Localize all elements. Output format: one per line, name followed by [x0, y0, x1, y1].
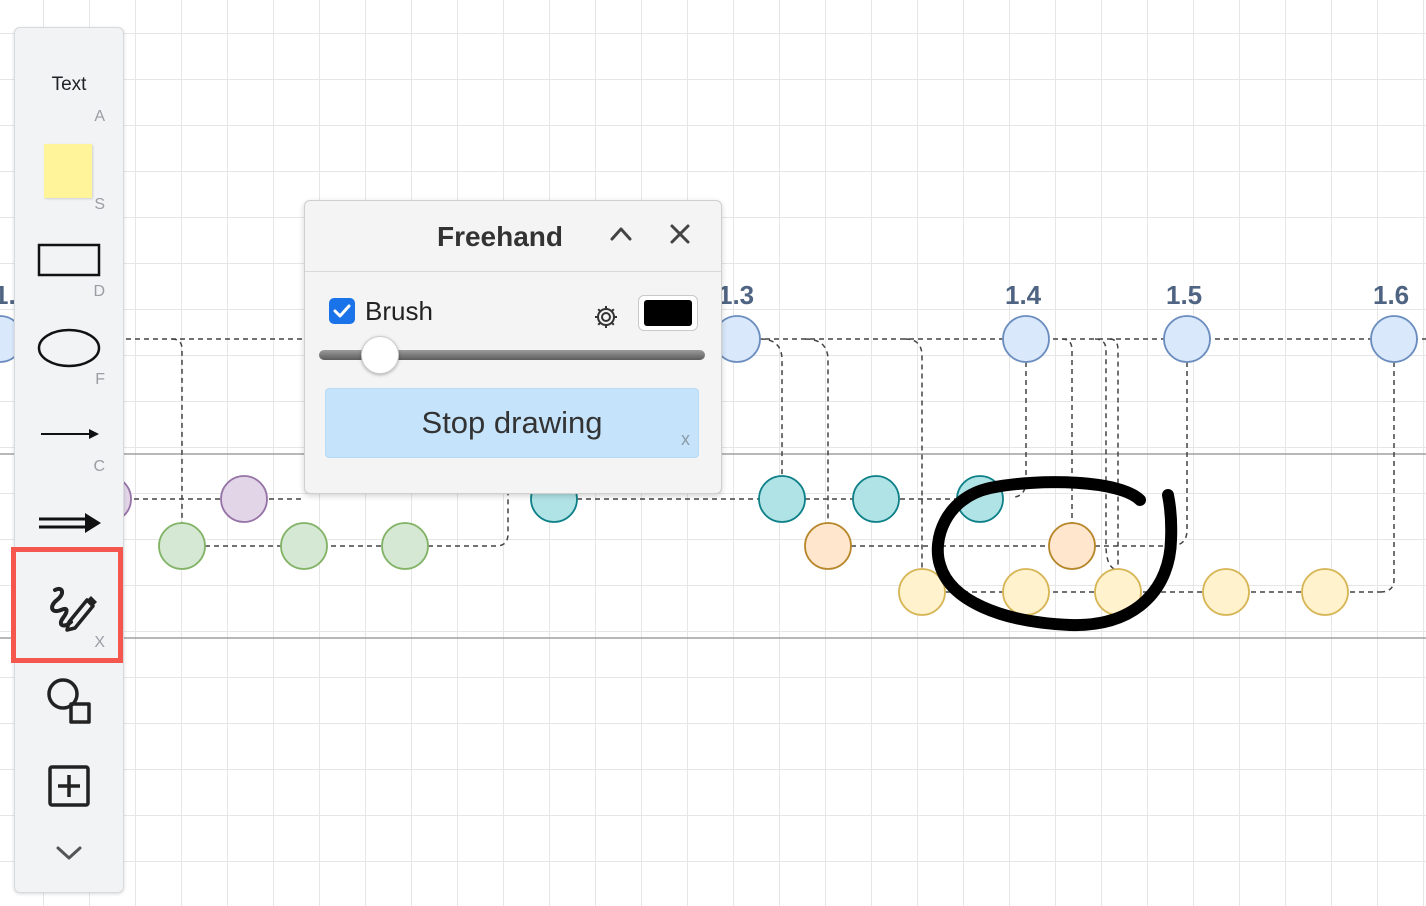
text-tool-key: A	[94, 108, 105, 125]
commit-node	[220, 475, 268, 523]
version-node	[1002, 315, 1050, 363]
insert-tool[interactable]	[15, 758, 123, 820]
ellipse-tool[interactable]: F	[15, 321, 123, 393]
freehand-stroke[interactable]	[931, 476, 1178, 632]
collapse-chevron-up-icon[interactable]	[608, 223, 634, 245]
shape-toolbar: Text A S D F C X	[14, 27, 124, 893]
commit-node	[158, 522, 206, 570]
stop-drawing-key: x	[681, 429, 690, 449]
brush-size-slider[interactable]	[319, 350, 705, 360]
commit-node	[898, 568, 946, 616]
brush-label: Brush	[365, 296, 433, 326]
chevron-down-icon	[56, 846, 82, 860]
ellipse-icon	[37, 328, 101, 368]
version-node	[1370, 315, 1418, 363]
sticky-note-tool[interactable]: S	[15, 138, 123, 218]
freehand-pencil-icon	[50, 587, 97, 632]
gear-icon[interactable]	[592, 303, 620, 331]
version-node	[1163, 315, 1211, 363]
line-icon	[41, 429, 99, 439]
version-label: 1.5	[1166, 280, 1202, 310]
text-tool[interactable]: Text A	[15, 68, 123, 136]
shapes-icon	[47, 678, 91, 724]
connectors	[0, 338, 1426, 593]
commit-node	[1002, 568, 1050, 616]
sticky-note-icon	[44, 144, 92, 198]
rectangle-tool[interactable]: D	[15, 233, 123, 305]
shapes-tool[interactable]	[15, 670, 123, 734]
commit-node	[758, 475, 806, 523]
stop-drawing-label: Stop drawing	[421, 405, 603, 440]
check-icon	[333, 304, 351, 318]
brush-color-picker[interactable]	[638, 295, 698, 331]
version-label: 1.	[0, 280, 16, 310]
sticky-note-key: S	[94, 196, 105, 213]
brush-checkbox[interactable]	[329, 298, 355, 324]
line-tool[interactable]: C	[15, 418, 123, 490]
panel-title: Freehand	[436, 221, 564, 252]
add-square-icon	[48, 765, 90, 807]
panel-divider	[305, 271, 721, 272]
brush-color-swatch	[644, 300, 692, 326]
text-tool-label: Text	[51, 74, 87, 95]
freehand-tool-highlight	[11, 547, 123, 663]
close-icon[interactable]	[667, 221, 693, 247]
commit-node	[280, 522, 328, 570]
version-label: 1.3	[718, 280, 754, 310]
ellipse-key: F	[95, 371, 105, 388]
rectangle-icon	[37, 243, 101, 277]
commit-node	[381, 522, 429, 570]
commit-node	[1048, 522, 1096, 570]
commit-node	[804, 522, 852, 570]
commit-node	[1202, 568, 1250, 616]
brush-size-slider-thumb[interactable]	[361, 336, 399, 374]
rectangle-key: D	[93, 283, 105, 300]
freehand-key: X	[94, 634, 105, 651]
arrow-icon	[39, 513, 101, 533]
freehand-tool[interactable]: X	[15, 560, 123, 660]
line-key: C	[93, 458, 105, 475]
more-tools[interactable]	[15, 836, 123, 876]
commit-node	[852, 475, 900, 523]
arrow-tool[interactable]	[15, 506, 123, 556]
version-label: 1.6	[1373, 280, 1409, 310]
stop-drawing-button[interactable]: Stop drawing x	[325, 388, 699, 458]
freehand-panel: Freehand Brush Stop drawing x	[304, 200, 722, 494]
commit-node	[1301, 568, 1349, 616]
version-label: 1.4	[1005, 280, 1042, 310]
